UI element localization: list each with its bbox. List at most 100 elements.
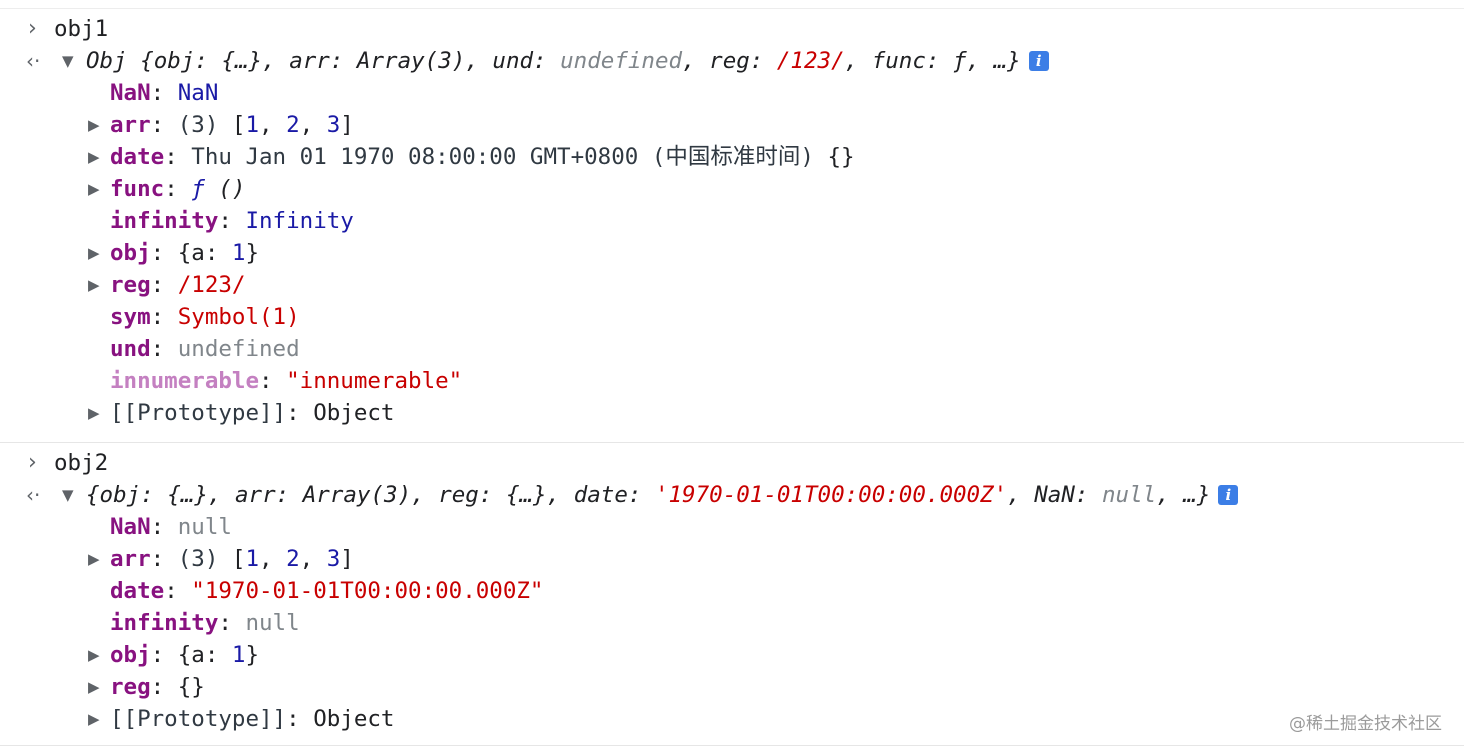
preview-segment: : bbox=[533, 48, 561, 74]
collapse-triangle-icon[interactable]: ▼ bbox=[62, 52, 74, 70]
property-colon: : bbox=[164, 578, 192, 604]
property-content: infinity: null bbox=[110, 607, 300, 639]
expand-triangle-icon[interactable]: ▶ bbox=[88, 678, 100, 696]
preview-segment: , …} bbox=[1156, 482, 1211, 508]
preview-segment: Obj { bbox=[86, 48, 154, 74]
expand-triangle-icon[interactable]: ▶ bbox=[88, 710, 100, 728]
property-key: date bbox=[110, 144, 165, 170]
console-input-line[interactable]: ›obj2 bbox=[0, 447, 1464, 479]
property-value: NaN bbox=[177, 80, 219, 106]
property-value: () bbox=[204, 176, 246, 202]
expand-triangle-icon[interactable]: ▶ bbox=[88, 276, 100, 294]
property-content: obj: {a: 1} bbox=[110, 639, 259, 671]
property-content: und: undefined bbox=[110, 333, 300, 365]
property-value: Object bbox=[313, 400, 395, 426]
preview-segment: : Array(3), bbox=[275, 482, 439, 508]
preview-segment: NaN bbox=[1034, 482, 1075, 508]
property-colon: : bbox=[164, 176, 192, 202]
property-row[interactable]: ▶reg: /123/ bbox=[0, 269, 1464, 301]
property-colon: : bbox=[150, 674, 178, 700]
preview-segment: : bbox=[749, 48, 777, 74]
preview-segment: reg bbox=[438, 482, 479, 508]
property-value: Infinity bbox=[245, 208, 354, 234]
property-value: ] bbox=[340, 546, 354, 572]
property-key: obj bbox=[110, 240, 151, 266]
console-entry: ›obj2‹·▼{obj: {…}, arr: Array(3), reg: {… bbox=[0, 442, 1464, 735]
console-result-summary[interactable]: ‹·▼{obj: {…}, arr: Array(3), reg: {…}, d… bbox=[0, 479, 1464, 511]
property-colon: : bbox=[150, 304, 178, 330]
expand-triangle-icon[interactable]: ▶ bbox=[88, 404, 100, 422]
expand-triangle-icon[interactable]: ▶ bbox=[88, 180, 100, 198]
property-key: reg bbox=[110, 272, 151, 298]
property-row[interactable]: ▶arr: (3) [1, 2, 3] bbox=[0, 109, 1464, 141]
property-row: NaN: NaN bbox=[0, 77, 1464, 109]
property-content: func: ƒ () bbox=[110, 173, 245, 205]
property-row[interactable]: ▶arr: (3) [1, 2, 3] bbox=[0, 543, 1464, 575]
property-value: [ bbox=[231, 112, 246, 138]
property-value: } bbox=[245, 642, 260, 668]
return-arrow-icon: ‹· bbox=[26, 49, 41, 73]
expand-triangle-icon[interactable]: ▶ bbox=[88, 116, 100, 134]
expand-triangle-icon[interactable]: ▶ bbox=[88, 646, 100, 664]
property-value: /123/ bbox=[177, 272, 246, 298]
property-row: infinity: null bbox=[0, 607, 1464, 639]
property-value: ] bbox=[340, 112, 354, 138]
property-value: (3) bbox=[177, 112, 232, 138]
property-key: arr bbox=[110, 112, 151, 138]
property-row[interactable]: ▶obj: {a: 1} bbox=[0, 237, 1464, 269]
property-content: date: Thu Jan 01 1970 08:00:00 GMT+0800 … bbox=[110, 141, 855, 173]
console-entry: ›obj1‹·▼Obj {obj: {…}, arr: Array(3), un… bbox=[0, 8, 1464, 429]
property-row: und: undefined bbox=[0, 333, 1464, 365]
property-value: 2 bbox=[286, 546, 300, 572]
collapse-triangle-icon[interactable]: ▼ bbox=[62, 486, 74, 504]
preview-segment: und bbox=[492, 48, 534, 74]
property-colon: : bbox=[150, 642, 178, 668]
preview-segment: : ƒ, …} bbox=[925, 48, 1021, 74]
property-value: 1 bbox=[231, 642, 246, 668]
property-row[interactable]: ▶ obj: {a: 1} bbox=[0, 639, 1464, 671]
property-row[interactable]: ▶[[Prototype]]: Object bbox=[0, 397, 1464, 429]
property-key: obj bbox=[110, 642, 151, 668]
property-row[interactable]: ▶ date: Thu Jan 01 1970 08:00:00 GMT+0800… bbox=[0, 141, 1464, 173]
property-key: infinity bbox=[110, 610, 219, 636]
return-arrow-icon: ‹· bbox=[26, 483, 41, 507]
property-value: 1 bbox=[245, 112, 260, 138]
info-icon[interactable]: i bbox=[1218, 485, 1239, 505]
expand-triangle-icon[interactable]: ▶ bbox=[88, 244, 100, 262]
info-icon[interactable]: i bbox=[1028, 51, 1049, 71]
preview-segment: , bbox=[844, 48, 872, 74]
property-key: infinity bbox=[110, 208, 219, 234]
preview-segment: func bbox=[871, 48, 926, 74]
property-colon: : bbox=[218, 208, 246, 234]
property-colon: : bbox=[150, 112, 178, 138]
property-colon: : bbox=[286, 400, 314, 426]
property-row[interactable]: ▶reg: {} bbox=[0, 671, 1464, 703]
preview-segment: obj bbox=[99, 482, 141, 508]
preview-segment: '1970-01-01T00:00:00.000Z' bbox=[654, 482, 1008, 508]
property-value: (3) bbox=[177, 546, 232, 572]
property-colon: : bbox=[259, 368, 287, 394]
preview-segment: { bbox=[86, 482, 100, 508]
property-colon: : bbox=[218, 610, 246, 636]
preview-segment: : bbox=[1074, 482, 1102, 508]
property-colon: : bbox=[150, 240, 178, 266]
property-row[interactable]: ▶[[Prototype]]: Object bbox=[0, 703, 1464, 735]
preview-segment: : bbox=[627, 482, 655, 508]
property-row: NaN: null bbox=[0, 511, 1464, 543]
console-input-line[interactable]: ›obj1 bbox=[0, 13, 1464, 45]
property-colon: : bbox=[150, 514, 178, 540]
property-key: arr bbox=[110, 546, 151, 572]
expand-triangle-icon[interactable]: ▶ bbox=[88, 148, 100, 166]
property-value: null bbox=[177, 514, 232, 540]
preview-segment: undefined bbox=[560, 48, 683, 74]
property-key: [[Prototype]] bbox=[110, 706, 287, 732]
property-value: 2 bbox=[286, 112, 300, 138]
property-key: innumerable bbox=[110, 368, 260, 394]
property-row: infinity: Infinity bbox=[0, 205, 1464, 237]
expand-triangle-icon[interactable]: ▶ bbox=[88, 550, 100, 568]
preview-segment: reg bbox=[709, 48, 750, 74]
console-result-summary[interactable]: ‹·▼Obj {obj: {…}, arr: Array(3), und: un… bbox=[0, 45, 1464, 77]
property-value: 1 bbox=[231, 240, 246, 266]
property-row[interactable]: ▶ func: ƒ () bbox=[0, 173, 1464, 205]
preview-segment: arr bbox=[235, 482, 276, 508]
